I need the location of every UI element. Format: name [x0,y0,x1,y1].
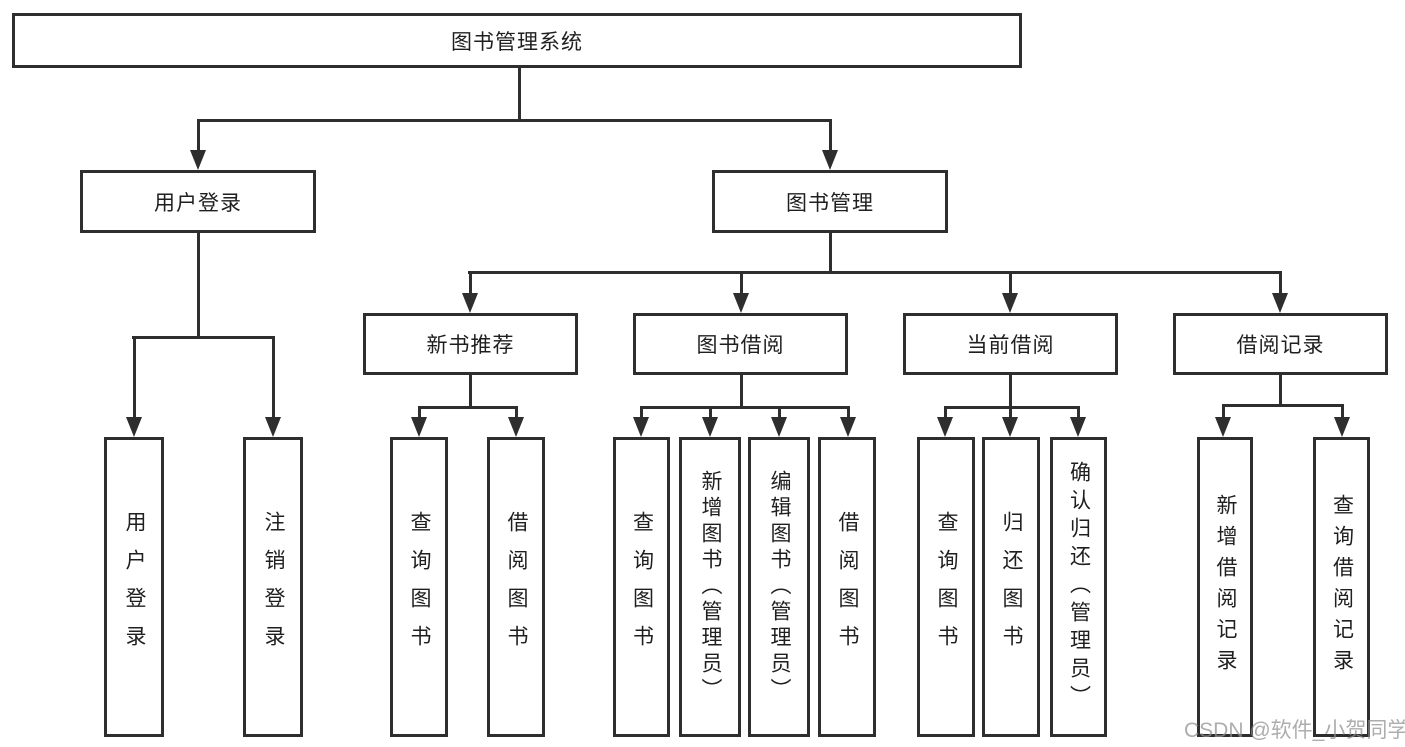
arrowhead-borrow-records [1272,293,1288,313]
connector-br-stem [1279,373,1282,407]
arrowhead-cb-query [937,417,953,437]
connector-root-drop-left [197,119,200,162]
node-logout: 注销登录 [243,437,303,737]
connector-root-bus [197,119,831,122]
node-bb-add: 新增图书（管理员） [679,437,741,737]
node-cb-return-label: 归还图书 [1000,511,1024,663]
arrowhead-user-login [126,417,142,437]
connector-bm-drop-4 [1279,271,1282,305]
connector-bm-bus [468,271,1281,274]
arrowhead-new-book-rec [462,293,478,313]
connector-br-bus [1222,404,1344,407]
node-current-borrow-label: 当前借阅 [966,334,1055,357]
node-bb-borrow-label: 借阅图书 [836,511,860,663]
node-nb-query: 查询图书 [390,437,448,737]
node-br-add-label: 新增借阅记录 [1214,494,1238,680]
node-cb-query-label: 查询图书 [935,511,959,663]
node-bb-query-label: 查询图书 [630,511,654,663]
node-logout-label: 注销登录 [262,511,286,663]
node-book-borrow: 图书借阅 [633,313,848,375]
node-cb-confirm-label: 确认归还（管理员） [1067,461,1091,713]
node-book-borrow-label: 图书借阅 [696,334,785,357]
connector-br-drop-1 [1222,404,1225,429]
arrowhead-logout [265,417,281,437]
node-bb-query: 查询图书 [613,437,670,737]
node-library-system: 图书管理系统 [12,13,1022,68]
connector-ulg-drop-2 [272,336,275,429]
node-br-add: 新增借阅记录 [1197,437,1253,737]
connector-br-drop-2 [1341,404,1344,429]
connector-nbr-stem [469,373,472,409]
node-nb-borrow: 借阅图书 [487,437,545,737]
connector-bm-stem [829,231,832,274]
arrowhead-current-borrow [1002,293,1018,313]
arrowhead-br-query [1334,417,1350,437]
arrowhead-cb-confirm [1070,417,1086,437]
connector-ulg-drop-1 [133,336,136,429]
arrowhead-bb-query [633,417,649,437]
node-borrow-records-label: 借阅记录 [1236,334,1325,357]
node-br-query: 查询借阅记录 [1313,437,1370,737]
connector-cb-stem [1009,373,1012,409]
node-user-login-label: 用户登录 [123,511,147,663]
arrowhead-nb-query [411,417,427,437]
connector-nbr-bus [418,406,518,409]
node-br-query-label: 查询借阅记录 [1330,494,1354,680]
csdn-watermark: CSDN @软件_小贺同学 [1184,719,1405,742]
node-bb-borrow: 借阅图书 [818,437,876,737]
node-library-system-label: 图书管理系统 [451,30,583,54]
node-bb-edit: 编辑图书（管理员） [748,437,810,737]
arrowhead-bb-add [702,417,718,437]
connector-root-stem [518,68,521,121]
arrowhead-bb-edit [771,417,787,437]
arrowhead-book-mgmt [822,150,838,170]
connector-bm-drop-2 [740,271,743,305]
connector-cb-bus [944,406,1080,409]
node-new-book-rec: 新书推荐 [363,313,578,375]
connector-bm-drop-1 [469,271,472,305]
connector-bm-drop-3 [1009,271,1012,305]
connector-ulg-stem [197,231,200,338]
connector-bb-bus [640,406,850,409]
node-user-login: 用户登录 [104,437,164,737]
node-cb-return: 归还图书 [982,437,1040,737]
node-cb-confirm: 确认归还（管理员） [1050,437,1107,737]
node-user-login-group: 用户登录 [80,170,316,233]
node-borrow-records: 借阅记录 [1173,313,1388,375]
node-book-mgmt-label: 图书管理 [786,191,874,215]
arrowhead-bb-borrow [840,417,856,437]
node-book-mgmt: 图书管理 [712,170,948,233]
connector-root-drop-right [829,119,832,162]
node-bb-add-label: 新增图书（管理员） [699,470,723,704]
connector-bb-stem [740,373,743,409]
arrowhead-nb-borrow [508,417,524,437]
connector-ulg-bus [132,336,275,339]
node-bb-edit-label: 编辑图书（管理员） [768,470,792,704]
node-nb-borrow-label: 借阅图书 [505,511,529,663]
arrowhead-book-borrow [733,293,749,313]
arrowhead-user-login-group [190,150,206,170]
node-current-borrow: 当前借阅 [903,313,1118,375]
node-user-login-group-label: 用户登录 [154,191,242,215]
arrowhead-br-add [1215,417,1231,437]
arrowhead-cb-return [1002,417,1018,437]
node-nb-query-label: 查询图书 [408,511,432,663]
node-cb-query: 查询图书 [917,437,975,737]
node-new-book-rec-label: 新书推荐 [426,334,515,357]
